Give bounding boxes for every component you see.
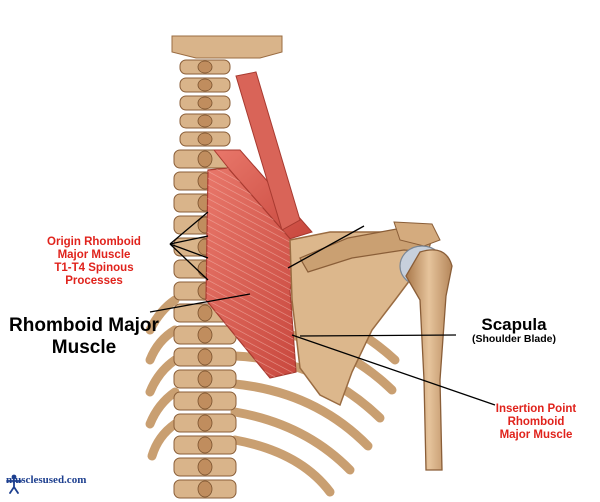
muscle-label: Rhomboid Major Muscle — [2, 315, 166, 359]
pointer-lines — [149, 211, 496, 406]
spinous-process — [197, 392, 213, 410]
spinous-process — [197, 348, 213, 366]
muscle-line-2: Muscle — [51, 336, 117, 358]
site-logo[interactable]: musclesused.com — [6, 474, 87, 494]
neck-top — [171, 35, 283, 59]
spinous-process — [197, 304, 213, 322]
origin-line-2: Major Muscle — [57, 248, 131, 261]
insertion-label: Insertion Point Rhomboid Major Muscle — [484, 403, 588, 442]
human-figure-icon — [6, 474, 22, 494]
insertion-line-3: Major Muscle — [499, 428, 573, 441]
insertion-line-1: Insertion Point — [495, 403, 577, 415]
muscle-line-1: Rhomboid Major — [9, 315, 159, 336]
spinous-process — [197, 132, 213, 146]
origin-line-3: T1-T4 Spinous — [54, 261, 134, 274]
origin-line-4: Processes — [65, 274, 123, 287]
logo-text: musclesused.com — [6, 474, 87, 486]
spinous-process — [197, 150, 213, 168]
spinous-process — [197, 458, 213, 476]
spinous-process — [197, 78, 213, 92]
rhomboid-major-muscle — [205, 167, 301, 379]
humerus-bone — [399, 245, 453, 471]
spinous-process — [197, 60, 213, 74]
origin-label: Origin Rhomboid Major Muscle T1-T4 Spino… — [38, 236, 150, 288]
spinous-process — [197, 326, 213, 344]
scapula-bone — [289, 221, 441, 407]
spinous-process — [197, 436, 213, 454]
scapula-label: Scapula (Shoulder Blade) — [462, 315, 566, 346]
scapula-subtitle: (Shoulder Blade) — [471, 333, 556, 346]
spinous-process — [197, 370, 213, 388]
spinous-process — [197, 414, 213, 432]
scapula-title: Scapula — [481, 315, 547, 334]
spinous-process — [197, 480, 213, 498]
origin-line-1: Origin Rhomboid — [47, 236, 141, 248]
spinous-process — [197, 114, 213, 128]
insertion-line-2: Rhomboid — [507, 415, 565, 428]
levator-scapulae-muscle — [235, 71, 301, 231]
spinous-process — [197, 96, 213, 110]
